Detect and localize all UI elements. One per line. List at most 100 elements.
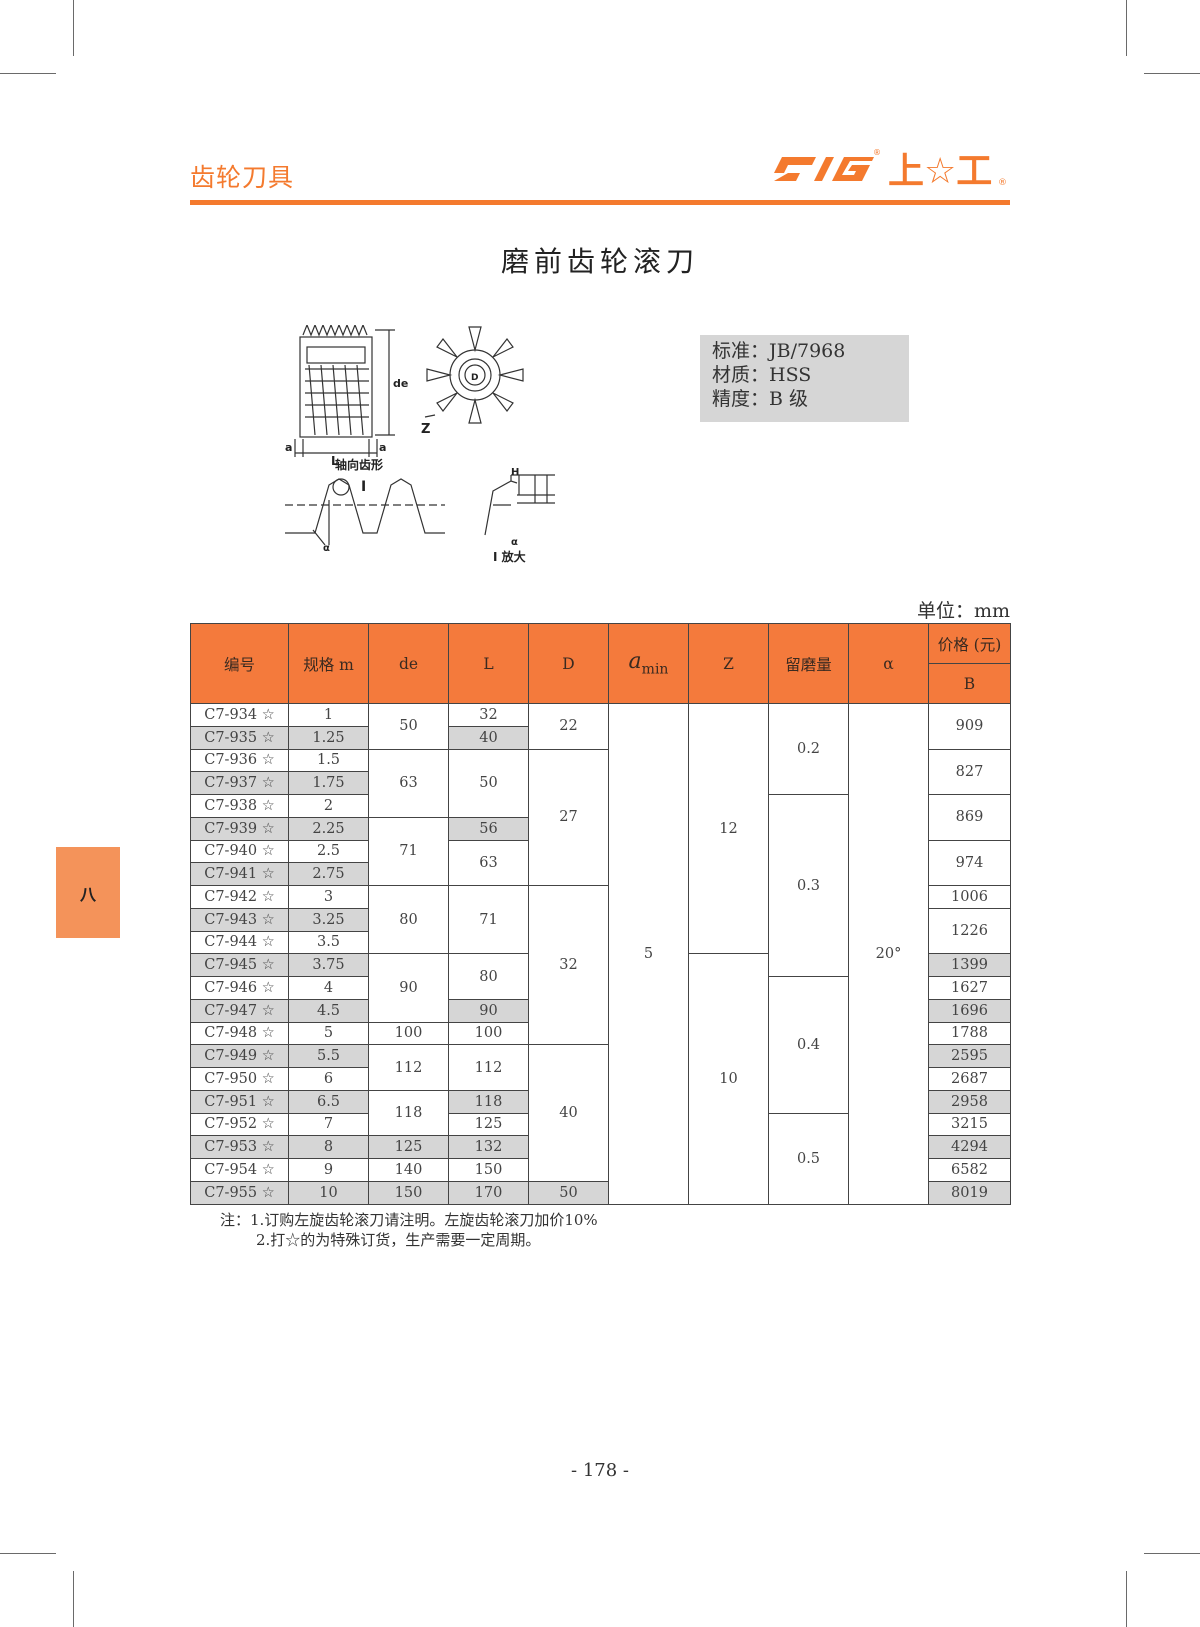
cell-module: 2.25 xyxy=(288,816,369,841)
label-d: D xyxy=(471,373,478,383)
crop-mark xyxy=(0,73,56,74)
label-de: de xyxy=(393,377,408,390)
cell-d: 27 xyxy=(528,748,609,886)
cell-d: 32 xyxy=(528,884,609,1046)
cell-de: 63 xyxy=(368,748,449,818)
label-h: H xyxy=(511,467,519,478)
header-price: 价格 (元) xyxy=(928,623,1011,664)
header-l: L xyxy=(448,623,529,704)
header-code: 编号 xyxy=(190,623,289,704)
cell-grind: 0.4 xyxy=(768,976,849,1114)
cell-price: 974 xyxy=(928,839,1011,886)
table-row: C7-955 ☆ 10 150 170 50 8019 xyxy=(190,1180,1011,1205)
section-title: 齿轮刀具 xyxy=(190,163,295,192)
unit-label: 单位：mm xyxy=(916,600,1010,622)
cell-code: C7-945 ☆ xyxy=(190,953,289,977)
label-l: L xyxy=(331,454,339,468)
cell-code: C7-951 ☆ xyxy=(190,1089,289,1114)
cell-alpha: 20° xyxy=(848,703,929,1205)
table-row: C7-942 ☆ 3 80 71 32 1006 xyxy=(190,884,1011,1046)
table-row: C7-939 ☆ 2.25 71 56 xyxy=(190,816,1011,887)
cell-de: 71 xyxy=(368,816,449,887)
cell-price: 6582 xyxy=(928,1158,1011,1182)
label-enlarge: I 放大 xyxy=(493,549,526,564)
cell-code: C7-946 ☆ xyxy=(190,976,289,1000)
price-table: 编号 规格 m de L D amin Z 留磨量 α 价格 (元) B C7-… xyxy=(190,623,1011,1205)
cell-module: 4 xyxy=(288,976,369,1000)
cell-de: 118 xyxy=(368,1089,449,1137)
header-grind-allowance: 留磨量 xyxy=(768,623,849,704)
cell-code: C7-943 ☆ xyxy=(190,907,289,932)
table-row: C7-946 ☆ 4 0.4 1627 xyxy=(190,976,1011,1114)
cell-price: 8019 xyxy=(928,1180,1011,1205)
cell-de: 50 xyxy=(368,703,449,750)
cell-module: 3.75 xyxy=(288,953,369,977)
cell-module: 3.5 xyxy=(288,930,369,955)
table-row: C7-949 ☆ 5.5 112 112 40 2595 xyxy=(190,1044,1011,1182)
cell-price: 1696 xyxy=(928,998,1011,1023)
cell-price: 1226 xyxy=(928,907,1011,955)
crop-mark xyxy=(1144,1553,1200,1554)
table-row: C7-945 ☆ 3.75 90 80 10 1399 xyxy=(190,953,1011,1205)
cell-price: 1788 xyxy=(928,1021,1011,1046)
cell-l: 90 xyxy=(448,998,529,1023)
label-alpha: α xyxy=(511,537,518,548)
cell-code: C7-947 ☆ xyxy=(190,998,289,1023)
crop-mark xyxy=(73,0,74,56)
cell-module: 3.25 xyxy=(288,907,369,932)
header-de: de xyxy=(368,623,449,704)
cell-module: 1.25 xyxy=(288,725,369,750)
cell-de: 140 xyxy=(368,1158,449,1182)
header-z: Z xyxy=(688,623,769,704)
header-alpha: α xyxy=(848,623,929,704)
cell-module: 3 xyxy=(288,885,369,909)
cell-l: 100 xyxy=(448,1021,529,1046)
crop-mark xyxy=(0,1553,56,1554)
cell-l: 63 xyxy=(448,839,529,886)
cell-l: 170 xyxy=(448,1180,529,1205)
cell-code: C7-948 ☆ xyxy=(190,1021,289,1046)
cell-z: 10 xyxy=(688,953,769,1205)
cell-code: C7-952 ☆ xyxy=(190,1112,289,1137)
cell-code: C7-934 ☆ xyxy=(190,703,289,727)
cell-l: 32 xyxy=(448,703,529,727)
label-axial-profile: 轴向齿形 xyxy=(335,457,383,472)
cell-code: C7-949 ☆ xyxy=(190,1044,289,1068)
cell-module: 9 xyxy=(288,1158,369,1182)
cell-l: 50 xyxy=(448,748,529,818)
table-row: C7-938 ☆ 2 0.3 869 xyxy=(190,794,1011,977)
cell-amin: 5 xyxy=(608,703,689,1205)
cell-code: C7-954 ☆ xyxy=(190,1158,289,1182)
cell-grind: 0.5 xyxy=(768,1112,849,1205)
cell-module: 2.5 xyxy=(288,839,369,864)
cell-module: 1.5 xyxy=(288,748,369,773)
cell-de: 90 xyxy=(368,953,449,1023)
cell-code: C7-941 ☆ xyxy=(190,862,289,886)
crop-mark xyxy=(1144,73,1200,74)
table-row: C7-944 ☆ 3.5 xyxy=(190,930,1011,955)
table-row: C7-934 ☆ 1 50 32 22 5 12 0.2 20° 909 xyxy=(190,702,1011,1205)
brand-logo: ® 上☆工 ® xyxy=(774,148,1007,192)
cell-price: 4294 xyxy=(928,1135,1011,1159)
cell-l: 80 xyxy=(448,953,529,1000)
note-2: 2.打☆的为特殊订货，生产需要一定周期。 xyxy=(256,1231,541,1249)
table-row: C7-951 ☆ 6.5 118 118 2958 xyxy=(190,1089,1011,1137)
cell-module: 4.5 xyxy=(288,998,369,1023)
cell-l: 132 xyxy=(448,1135,529,1159)
cell-module: 1.75 xyxy=(288,771,369,795)
cell-code: C7-953 ☆ xyxy=(190,1135,289,1159)
table-row: C7-950 ☆ 6 2687 xyxy=(190,1067,1011,1091)
cell-price: 2595 xyxy=(928,1044,1011,1068)
header-d: D xyxy=(528,623,609,704)
table-row: C7-952 ☆ 7 125 0.5 3215 xyxy=(190,1112,1011,1205)
cell-de: 112 xyxy=(368,1044,449,1091)
svg-text:®: ® xyxy=(998,178,1007,188)
cell-module: 10 xyxy=(288,1180,369,1205)
table-row: C7-935 ☆ 1.25 40 xyxy=(190,725,1011,750)
crop-mark xyxy=(73,1571,74,1627)
label-z: Z xyxy=(421,422,430,437)
cell-grind: 0.3 xyxy=(768,794,849,977)
notes: 注：1.订购左旋齿轮滚刀请注明。左旋齿轮滚刀加价10% 2.打☆的为特殊订货，生… xyxy=(220,1210,598,1250)
cell-l: 125 xyxy=(448,1112,529,1137)
cell-l: 118 xyxy=(448,1089,529,1114)
